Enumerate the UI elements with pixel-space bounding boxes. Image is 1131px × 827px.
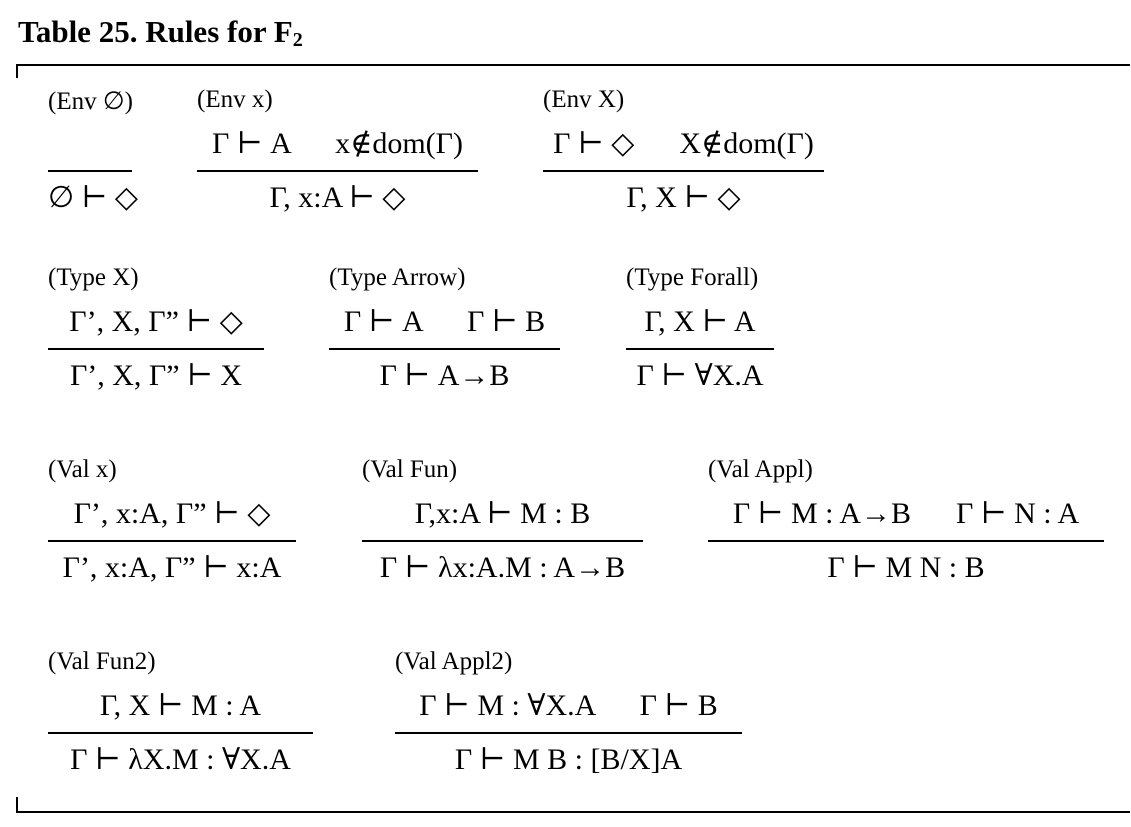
rule-inference-bar [626, 348, 774, 350]
rule-inference-bar [543, 170, 824, 172]
rule-conclusion: Γ ⊢ λx:A.M : A→B [379, 551, 626, 584]
rule-inference-bar [48, 170, 132, 172]
rule-conclusion: Γ, X ⊢ ◇ [626, 181, 741, 214]
rule-inference-bar [362, 540, 643, 542]
rule-inference-bar [329, 348, 560, 350]
rule-conclusion: Γ’, x:A, Γ” ⊢ x:A [62, 551, 282, 584]
rule-premise: Γ’, x:A, Γ” ⊢ ◇ [73, 497, 271, 530]
rule-inference-bar [48, 348, 264, 350]
rule-val-x: (Val x) Γ’, x:A, Γ” ⊢ ◇ Γ’, x:A, Γ” ⊢ x:… [48, 456, 296, 596]
frame-bottom-border [16, 811, 1130, 813]
rule-premise: Γ ⊢ M : A→B Γ ⊢ N : A [732, 497, 1080, 530]
rule-val-fun: (Val Fun) Γ,x:A ⊢ M : B Γ ⊢ λx:A.M : A→B [362, 456, 643, 596]
rule-conclusion: Γ ⊢ A→B [379, 359, 510, 392]
rule-env-x: (Env x) Γ ⊢ A x∉dom(Γ) Γ, x:A ⊢ ◇ [197, 86, 478, 226]
frame-top-border [16, 64, 1130, 66]
rule-inference-bar [48, 540, 296, 542]
rule-inference-bar [708, 540, 1104, 542]
rule-val-appl2: (Val Appl2) Γ ⊢ M : ∀X.A Γ ⊢ B Γ ⊢ M B :… [395, 648, 742, 788]
table-title-subscript: 2 [292, 29, 303, 51]
rule-name: (Env x) [197, 86, 273, 113]
rule-type-arrow: (Type Arrow) Γ ⊢ A Γ ⊢ B Γ ⊢ A→B [329, 264, 560, 404]
frame-top-tick [16, 64, 18, 78]
rule-val-appl: (Val Appl) Γ ⊢ M : A→B Γ ⊢ N : A Γ ⊢ M N… [708, 456, 1104, 596]
rule-name: (Type Arrow) [329, 264, 466, 291]
rule-name: (Type Forall) [626, 264, 759, 291]
rule-env-empty: (Env ∅) ∅ ⊢ ◇ [48, 86, 138, 226]
rule-name: (Val Appl) [708, 456, 813, 483]
rule-inference-bar [395, 732, 742, 734]
rule-conclusion: ∅ ⊢ ◇ [48, 181, 138, 214]
rule-conclusion: Γ ⊢ λX.M : ∀X.A [70, 743, 291, 776]
rule-premise: Γ, X ⊢ M : A [99, 689, 262, 722]
rule-type-forall: (Type Forall) Γ, X ⊢ A Γ ⊢ ∀X.A [626, 264, 774, 404]
rule-premise: Γ, X ⊢ A [644, 305, 756, 338]
rule-name: (Val Appl2) [395, 648, 513, 675]
rule-name: (Val Fun2) [48, 648, 156, 675]
rule-inference-bar [48, 732, 313, 734]
frame-bottom-tick [16, 797, 18, 811]
rule-conclusion: Γ’, X, Γ” ⊢ X [69, 359, 243, 392]
rule-type-X: (Type X) Γ’, X, Γ” ⊢ ◇ Γ’, X, Γ” ⊢ X [48, 264, 264, 404]
rule-inference-bar [197, 170, 478, 172]
rule-premise: Γ ⊢ A x∉dom(Γ) [211, 127, 463, 160]
rule-conclusion: Γ ⊢ M N : B [827, 551, 985, 584]
rule-name: (Val x) [48, 456, 117, 483]
rule-name: (Env X) [543, 86, 625, 113]
rule-premise: Γ ⊢ A Γ ⊢ B [343, 305, 546, 338]
rule-conclusion: Γ ⊢ ∀X.A [636, 359, 764, 392]
rule-name: (Val Fun) [362, 456, 458, 483]
rule-conclusion: Γ ⊢ M B : [B/X]A [454, 743, 683, 776]
table-title-main: Table 25. Rules for F [18, 14, 293, 49]
rule-env-X: (Env X) Γ ⊢ ◇ X∉dom(Γ) Γ, X ⊢ ◇ [543, 86, 824, 226]
rule-name: (Type X) [48, 264, 139, 291]
rule-val-fun2: (Val Fun2) Γ, X ⊢ M : A Γ ⊢ λX.M : ∀X.A [48, 648, 313, 788]
rule-conclusion: Γ, x:A ⊢ ◇ [269, 181, 406, 214]
table-title: Table 25. Rules for F2 [18, 14, 303, 52]
rule-premise: Γ’, X, Γ” ⊢ ◇ [69, 305, 243, 338]
rule-premise: Γ ⊢ ◇ X∉dom(Γ) [553, 127, 814, 160]
rule-premise: Γ,x:A ⊢ M : B [414, 497, 591, 530]
rule-premise: Γ ⊢ M : ∀X.A Γ ⊢ B [419, 689, 718, 722]
rule-name: (Env ∅) [48, 88, 133, 115]
